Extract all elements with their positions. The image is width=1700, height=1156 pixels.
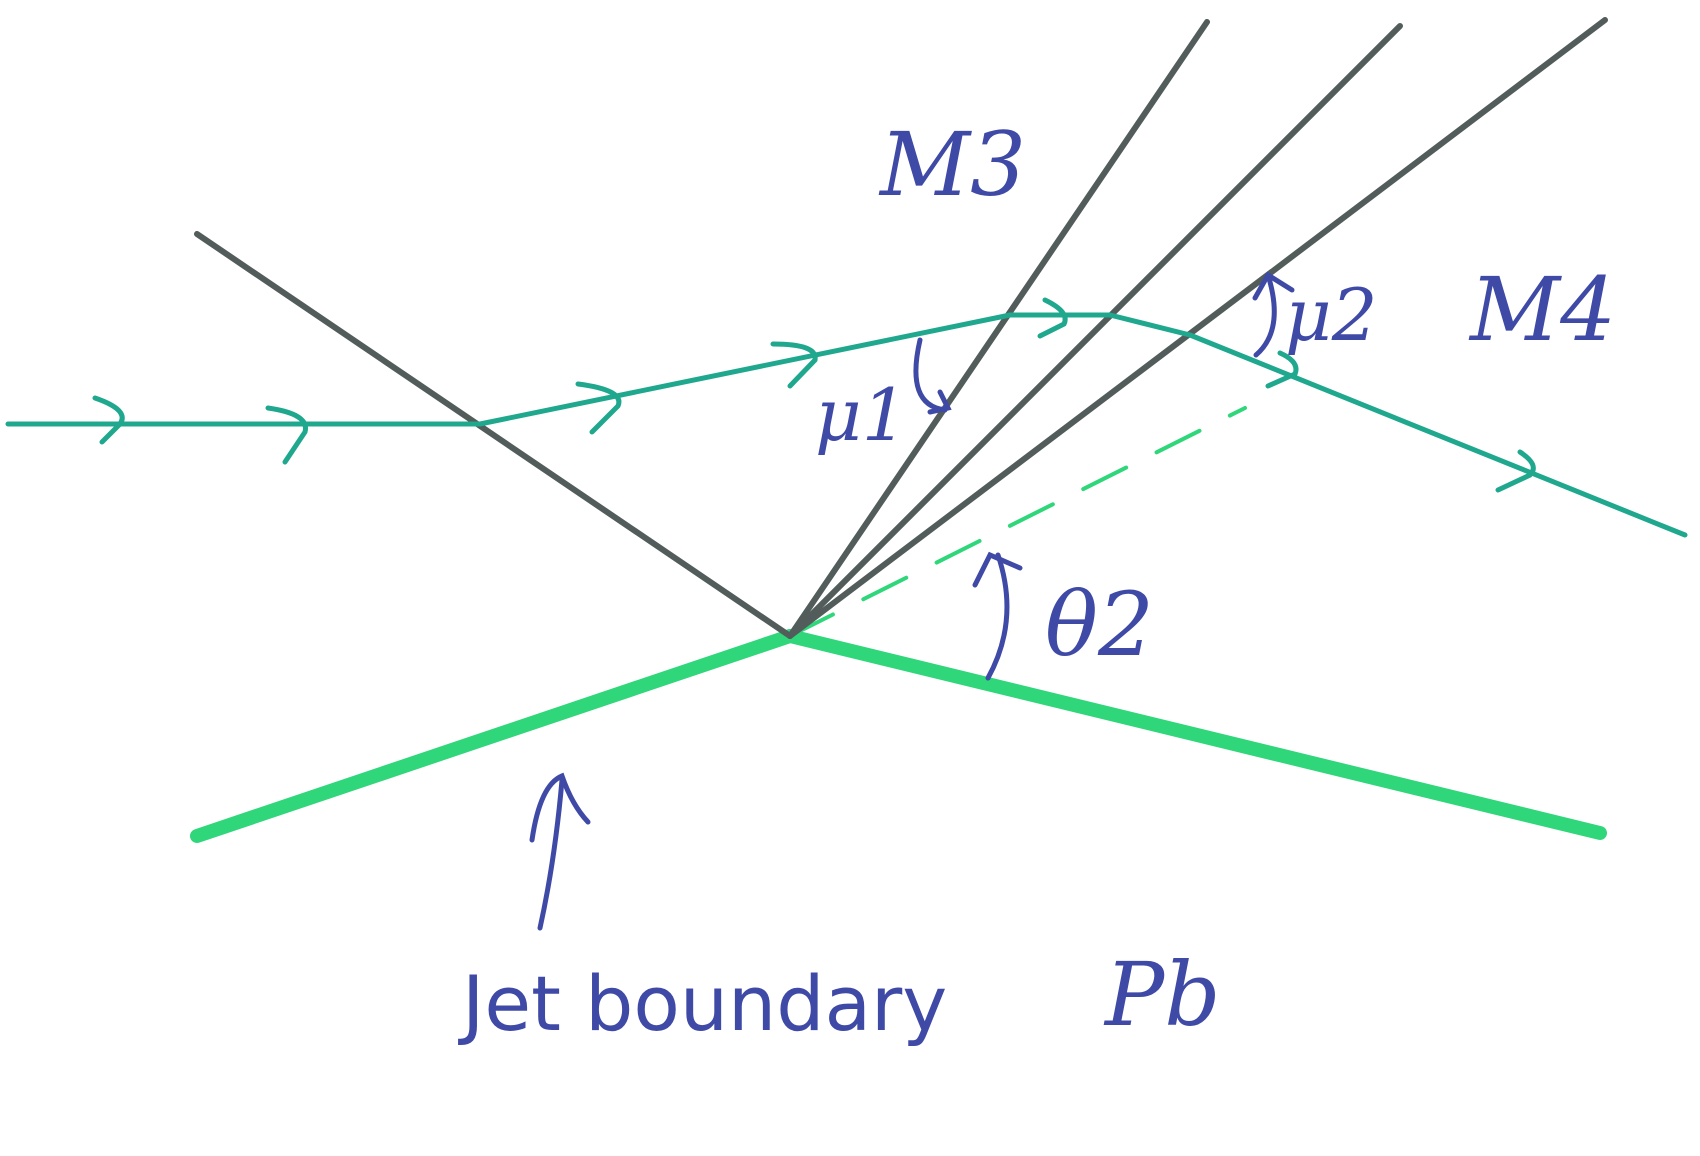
- flow-arrow-icon: [1037, 297, 1068, 339]
- jet-boundary-label: Jet boundary: [458, 959, 947, 1048]
- flow-arrow-icon: [575, 381, 622, 435]
- mach-3-label: M3: [878, 113, 1026, 216]
- mu2-label: μ2: [1285, 273, 1378, 357]
- wave-lines: [194, 17, 1608, 639]
- jet-boundary-lines: [190, 406, 1607, 843]
- jet-boundary-upstream: [190, 629, 797, 843]
- jet-boundary-extension-dashed: [788, 406, 1247, 638]
- theta2-angle-arrow-icon: [972, 551, 1023, 588]
- mu2-angle-arc-icon: [1253, 272, 1277, 358]
- pressure-b-label: Pb: [1103, 943, 1221, 1046]
- flow-arrow-icon: [92, 395, 125, 445]
- streamline-path: [5, 312, 1688, 538]
- expansion-fan-last-wave: [787, 17, 1608, 639]
- mu2-angle-arrow-icon: [1252, 271, 1295, 301]
- mach-4-label: M4: [1468, 258, 1616, 361]
- flow-arrow-icon: [1495, 449, 1536, 493]
- jet-boundary-downstream: [783, 629, 1607, 840]
- flow-arrow-icon: [770, 341, 818, 389]
- mu1-label: μ1: [815, 373, 908, 457]
- flow-arrows: [92, 297, 1536, 493]
- flow-arrow-icon: [1265, 350, 1299, 389]
- theta2-angle-arc-icon: [985, 552, 1010, 681]
- jet-boundary-pointer-head-icon: [529, 772, 591, 843]
- theta2-label: θ2: [1045, 573, 1154, 676]
- mu1-angle-arrow-icon: [927, 389, 952, 415]
- reflected-wave: [194, 231, 793, 639]
- expansion-fan-first-wave: [787, 19, 1210, 639]
- jet-boundary-pointer-arrow-icon: [537, 777, 565, 931]
- angle-arcs: [529, 271, 1295, 931]
- streamline: [5, 297, 1688, 538]
- mu1-angle-arc-icon: [913, 337, 948, 413]
- flow-arrow-icon: [265, 405, 308, 465]
- expansion-fan-middle-wave: [787, 23, 1403, 639]
